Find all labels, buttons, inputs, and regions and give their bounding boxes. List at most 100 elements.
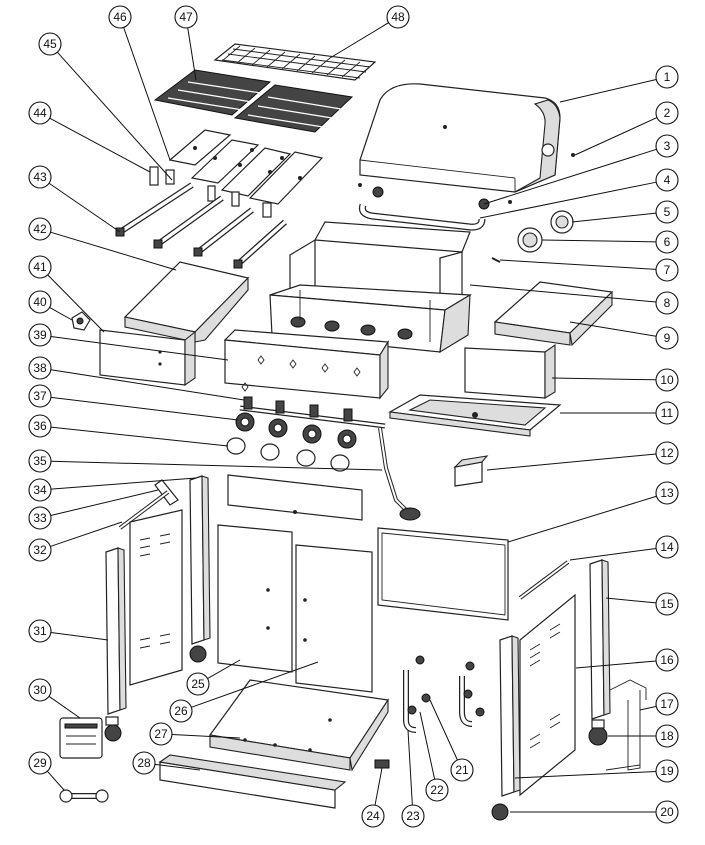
callout-5: 5: [571, 200, 679, 224]
callout-bubble-36: [28, 414, 52, 438]
callout-number-38: 38: [33, 361, 47, 375]
leader-line-43: [48, 182, 121, 233]
burner-brackets: [149, 166, 272, 218]
callout-44: 44: [28, 101, 151, 173]
callout-24: 24: [361, 767, 385, 828]
cooking-grates: [153, 69, 354, 133]
callout-42: 42: [28, 217, 177, 271]
leader-line-19: [514, 771, 657, 779]
callout-number-20: 20: [660, 805, 674, 819]
callout-bubble-14: [655, 535, 679, 559]
callout-number-8: 8: [664, 296, 671, 310]
callout-number-2: 2: [664, 106, 671, 120]
callout-number-22: 22: [430, 783, 444, 797]
callout-bubble-16: [655, 648, 679, 672]
left-front-leg: [104, 547, 127, 742]
callout-28: 28: [132, 751, 201, 775]
small-clip: [374, 759, 390, 769]
callout-bubble-29: [28, 751, 52, 775]
leader-line-45: [56, 51, 173, 181]
screw-7: [491, 257, 501, 263]
callout-15: 15: [605, 592, 679, 616]
leader-line-28: [154, 763, 201, 771]
callout-number-6: 6: [664, 235, 671, 249]
leader-line-1: [559, 79, 657, 103]
callout-bubble-8: [655, 291, 679, 315]
callout-number-26: 26: [174, 704, 188, 718]
callout-number-44: 44: [33, 106, 47, 120]
callout-number-40: 40: [33, 295, 47, 309]
front-bottom-rail: [158, 754, 347, 809]
lid-handle: [358, 203, 486, 231]
callout-bubble-26: [169, 699, 193, 723]
callout-number-25: 25: [191, 677, 205, 691]
leader-line-9: [569, 321, 657, 337]
callout-bubble-35: [28, 449, 52, 473]
callout-number-32: 32: [33, 543, 47, 557]
callout-number-7: 7: [664, 263, 671, 277]
callout-bubble-24: [361, 804, 385, 828]
leader-line-21: [429, 699, 458, 761]
callout-bubble-2: [655, 101, 679, 125]
callout-bubble-44: [28, 101, 52, 125]
left-shelf-panel: [99, 329, 196, 387]
flame-tamers: [168, 129, 324, 205]
grease-cup: [453, 455, 489, 487]
leader-line-40: [49, 306, 73, 321]
control-knobs: [226, 437, 350, 472]
callout-number-24: 24: [366, 809, 380, 823]
callout-bubble-7: [655, 258, 679, 282]
leader-line-46: [123, 27, 171, 161]
wrench-tool: [59, 789, 109, 803]
right-cross-brace: [518, 560, 570, 600]
callout-number-28: 28: [137, 756, 151, 770]
burner-tubes: [115, 182, 287, 269]
callout-bubble-32: [28, 538, 52, 562]
leader-line-44: [49, 117, 151, 173]
leader-line-15: [605, 597, 657, 604]
callout-27: 27: [149, 722, 241, 746]
callout-26: 26: [169, 661, 319, 723]
callout-bubble-28: [132, 751, 156, 775]
callout-bubble-41: [28, 255, 52, 279]
leader-line-17: [639, 705, 657, 711]
callout-bubble-10: [655, 368, 679, 392]
leader-line-38: [50, 369, 245, 401]
callout-40: 40: [28, 290, 73, 321]
callout-number-9: 9: [664, 331, 671, 345]
callout-bubble-40: [28, 290, 52, 314]
callout-45: 45: [38, 32, 173, 181]
grill-lid: [358, 83, 561, 193]
callout-32: 32: [28, 521, 123, 562]
front-crossbar-panel: [227, 474, 363, 521]
callout-bubble-5: [655, 200, 679, 224]
callout-19: 19: [514, 759, 679, 783]
callout-37: 37: [28, 384, 239, 421]
gas-manifold: [239, 396, 386, 429]
callout-bubble-45: [38, 32, 62, 56]
leader-line-33: [50, 489, 159, 516]
callout-number-42: 42: [33, 222, 47, 236]
callout-bubble-18: [655, 724, 679, 748]
callout-number-23: 23: [406, 809, 420, 823]
callout-39: 39: [28, 323, 229, 361]
callout-bubble-1: [655, 65, 679, 89]
callout-number-5: 5: [664, 205, 671, 219]
callout-bubble-47: [174, 5, 198, 29]
callout-number-45: 45: [43, 37, 57, 51]
leader-line-12: [486, 453, 657, 471]
callout-bubble-19: [655, 759, 679, 783]
leader-line-5: [571, 212, 657, 223]
leader-line-31: [50, 631, 109, 641]
left-door: [217, 524, 293, 673]
tank-hardware: [403, 655, 485, 733]
callout-bubble-12: [655, 441, 679, 465]
leader-line-24: [374, 767, 383, 806]
callout-6: 6: [541, 230, 679, 254]
callout-bubble-31: [28, 619, 52, 643]
callout-20: 20: [510, 800, 679, 824]
left-rear-leg: [189, 475, 211, 663]
callout-number-1: 1: [664, 70, 671, 84]
right-side-shelf: [493, 281, 614, 347]
